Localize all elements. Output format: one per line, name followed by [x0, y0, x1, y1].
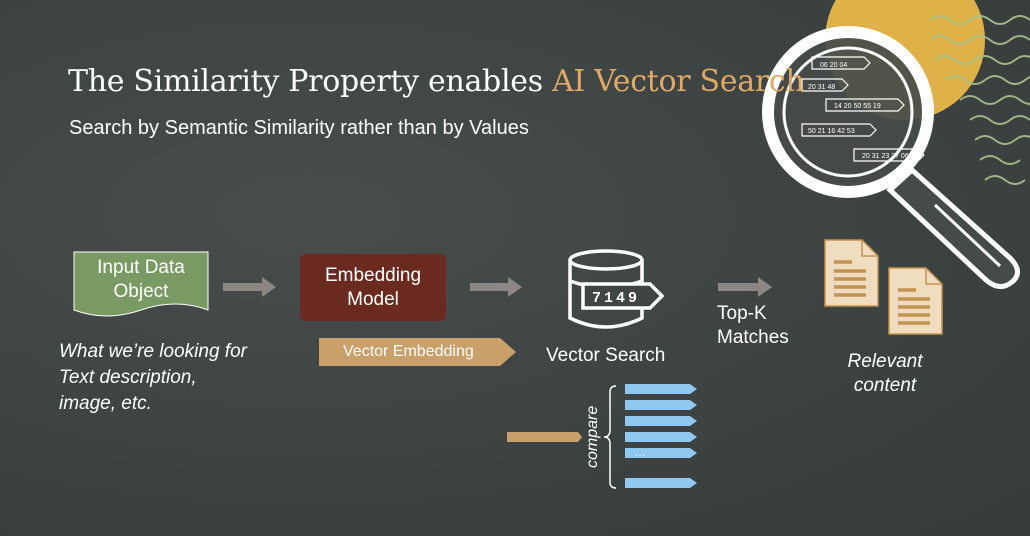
magnifier-row-text: 50 21 16 42 53	[808, 128, 855, 135]
magnifier-row: 20 31 48	[801, 78, 849, 92]
vector-bar	[625, 478, 697, 488]
vector-bar	[625, 384, 697, 394]
database-icon	[568, 249, 665, 329]
vector-bar	[625, 448, 697, 458]
topk-label: Top-K Matches	[717, 303, 789, 348]
title-accent: AI Vector Search	[552, 64, 805, 99]
embedding-model-label: Embedding Model	[324, 265, 422, 310]
magnifier-row: 20 31 23 37 06	[853, 148, 925, 162]
magnifier-row-text: 14 20 50 55 19	[834, 103, 881, 110]
page-subtitle: Search by Semantic Similarity rather tha…	[69, 117, 529, 139]
title-prefix: The Similarity Property enables	[68, 64, 553, 99]
compare-label: compare	[584, 406, 601, 468]
page-title: The Similarity Property enables AI Vecto…	[68, 64, 805, 99]
db-value: 7149	[592, 290, 640, 307]
magnifier-row-text: 06 20 04	[820, 62, 847, 69]
magnifier-row-text: 20 31 23 37 06	[862, 153, 909, 160]
vector-search-label: Vector Search	[546, 345, 666, 366]
compare-ellipsis: …	[634, 445, 646, 459]
embedding-model-box	[300, 254, 446, 321]
magnifier-icon	[762, 26, 1020, 289]
flow-arrow	[470, 277, 522, 297]
wave-decoration	[929, 15, 1030, 185]
magnifier-row-text: 20 31 48	[808, 84, 835, 91]
input-data-box	[73, 251, 209, 317]
vector-bar	[625, 400, 697, 410]
compare-bracket	[603, 385, 617, 489]
magnifier-row: 14 20 50 55 19	[825, 98, 905, 112]
flow-arrow	[718, 277, 772, 297]
compare-input-arrow	[507, 432, 582, 442]
input-data-label: Input Data Object	[97, 257, 185, 302]
vector-bar	[625, 416, 697, 426]
input-caption: What we’re looking for Text description,…	[59, 341, 247, 414]
compare-bars	[625, 384, 697, 488]
relevant-content-label: Relevant content	[847, 351, 923, 396]
magnifier-row: 50 21 16 42 53	[801, 123, 877, 137]
magnifier-row: 06 20 04	[811, 56, 871, 70]
flow-arrow	[223, 277, 276, 297]
document-icon	[888, 267, 943, 335]
vector-bar	[625, 432, 697, 442]
vector-embedding-arrow	[319, 338, 516, 366]
document-icon	[824, 239, 879, 307]
vector-embedding-label: Vector Embedding	[343, 343, 474, 360]
